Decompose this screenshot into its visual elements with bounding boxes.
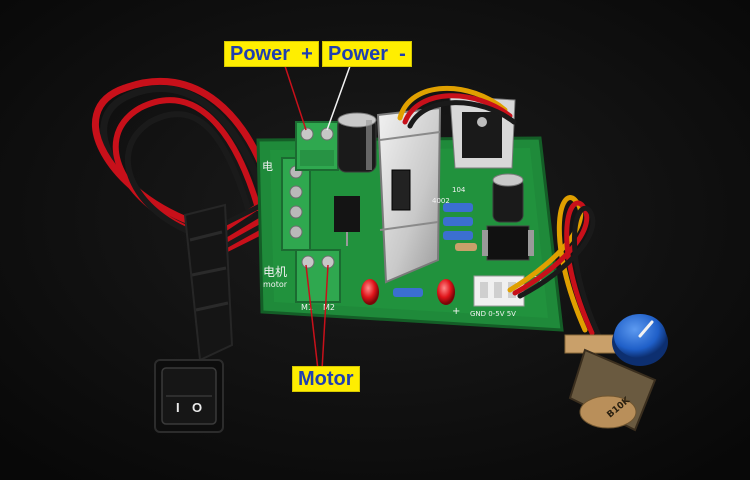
power-minus-label: Power - bbox=[323, 42, 411, 66]
motor-terminal-block bbox=[295, 249, 341, 303]
silk-m2: M2 bbox=[323, 303, 335, 312]
power-plus-label: Power + bbox=[225, 42, 318, 66]
resistors bbox=[393, 203, 477, 297]
pot-knob bbox=[612, 314, 668, 366]
led-right bbox=[437, 279, 455, 305]
silk-motor-en: motor bbox=[263, 280, 288, 289]
capacitor-large bbox=[337, 112, 377, 173]
silk-capacitor-ref: 104 bbox=[452, 186, 466, 194]
ic-chip bbox=[482, 225, 534, 261]
pot-wires bbox=[507, 195, 602, 339]
switch-off-mark: O bbox=[192, 400, 202, 415]
silk-m1: M1 bbox=[301, 303, 313, 312]
heatsink bbox=[376, 106, 442, 284]
silk-pot-pins: GND 0-5V 5V bbox=[470, 310, 516, 318]
led-left bbox=[361, 279, 379, 305]
switch-terminal-block bbox=[281, 157, 311, 251]
silk-motor-chinese: 电机 bbox=[263, 265, 287, 279]
board-silkscreen: 电 电机 motor M1 M2 104 4002 GND 0-5V 5V 31… bbox=[262, 160, 543, 318]
motor-label: Motor bbox=[293, 367, 359, 391]
regulator-wires bbox=[397, 85, 517, 129]
potentiometer: B10K bbox=[564, 334, 657, 432]
transistor bbox=[334, 196, 360, 246]
callout-pointers bbox=[284, 65, 351, 371]
silk-power-chinese: 电 bbox=[262, 160, 273, 173]
silk-chip-ref: 4002 bbox=[432, 197, 450, 205]
silk-plus: + bbox=[452, 306, 460, 317]
capacitor-small bbox=[492, 173, 524, 223]
switch-on-mark: I bbox=[176, 400, 180, 415]
power-terminal-block bbox=[295, 121, 339, 171]
rocker-switch: I O bbox=[154, 203, 234, 433]
